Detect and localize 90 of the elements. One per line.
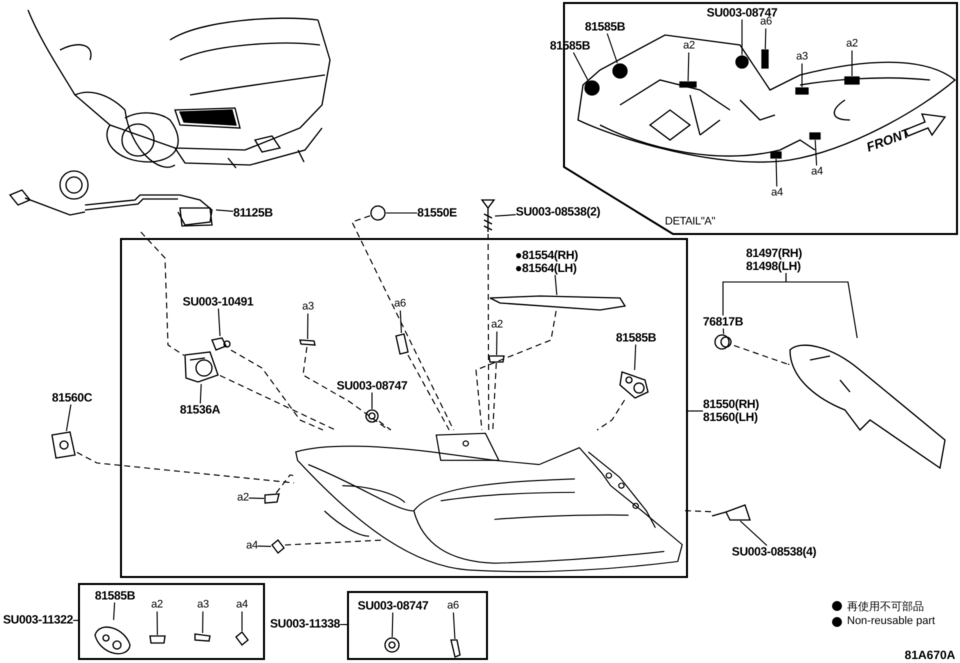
part-number: 81550(RH) 81560(LH) <box>703 398 777 424</box>
dashed-guide-line <box>351 215 454 430</box>
leader-line <box>113 602 116 620</box>
leader-line <box>200 384 202 404</box>
leader-line <box>248 498 264 499</box>
leader-line <box>392 612 394 638</box>
part-number: 81585B <box>94 590 136 602</box>
leader-line <box>307 314 308 339</box>
callout-letter: a2 <box>846 38 858 50</box>
callout-letter: a4 <box>246 540 258 552</box>
part-number: 81550E <box>417 206 457 220</box>
dashed-guide-line <box>76 452 294 484</box>
leader-line <box>386 212 418 214</box>
part-number: 81560C <box>52 392 92 404</box>
leader-line <box>688 52 690 82</box>
drawing-code: 81A670A <box>904 648 956 662</box>
leader-line <box>572 52 588 80</box>
part-number: SU003-08747 <box>358 600 428 612</box>
callout-letter: a4 <box>236 598 248 612</box>
leader-line <box>851 50 853 76</box>
part-number: 81536A <box>180 404 220 416</box>
part-number: 81585B <box>584 20 626 34</box>
leader-line <box>688 410 703 412</box>
part-number: SU003-08747 <box>336 380 408 392</box>
dashed-guide-line <box>734 344 791 366</box>
leader-line <box>258 546 272 547</box>
assembly-frame <box>120 238 688 578</box>
dashed-guide-line <box>596 400 626 430</box>
callout-letter: a4 <box>811 166 823 178</box>
callout-letter: a6 <box>394 298 406 310</box>
leader-line <box>722 328 724 334</box>
part-number: SU003-11322 <box>2 614 74 626</box>
leader-line <box>776 158 778 187</box>
part-number: SU003-10491 <box>182 296 254 308</box>
legend-text: Non-reusable part <box>847 615 936 627</box>
leader-line <box>785 273 858 338</box>
leader-line <box>241 612 243 631</box>
callout-letter: a2 <box>237 492 249 504</box>
dashed-guide-line <box>220 375 336 430</box>
leader-line <box>764 28 766 50</box>
part-number: 76817B <box>702 316 744 328</box>
leader-line <box>634 344 636 370</box>
callout-letter: a2 <box>151 598 163 612</box>
leader-line <box>741 20 743 55</box>
leader-line <box>606 33 618 64</box>
dashed-guide-line <box>276 474 294 494</box>
detail-title: DETAIL"A" <box>664 216 716 228</box>
leader-line <box>554 274 558 296</box>
kit-frame <box>78 583 265 660</box>
part-number: 81125B <box>233 206 273 220</box>
leader-line <box>740 520 768 546</box>
callout-letter: a6 <box>760 16 772 28</box>
dashed-guide-line <box>140 232 184 356</box>
part-number: SU003-11338 <box>270 618 340 630</box>
part-number: SU003-08538(4) <box>732 546 816 558</box>
leader-line <box>496 332 498 355</box>
leader-line <box>801 64 803 87</box>
leader-line <box>218 308 221 336</box>
callout-letter: a3 <box>302 300 314 314</box>
callout-letter: a6 <box>447 600 459 612</box>
callout-letter: a4 <box>771 186 783 200</box>
part-number: 81497(RH) 81498(LH) <box>746 247 826 273</box>
dashed-guide-line <box>378 420 392 430</box>
callout-letter: a3 <box>796 50 808 64</box>
leader-line <box>66 404 72 432</box>
dashed-guide-line <box>408 354 450 430</box>
callout-letter: a3 <box>197 598 209 612</box>
callout-letter: a2 <box>683 40 695 52</box>
leader-line <box>156 612 158 635</box>
dashed-guide-line <box>492 362 497 430</box>
leader-line <box>371 392 373 409</box>
leader-line <box>73 620 78 621</box>
leader-line <box>494 214 516 217</box>
dashed-guide-line <box>230 350 324 430</box>
dashed-guide-line <box>475 310 557 430</box>
dashed-guide-line <box>488 234 490 430</box>
dashed-guide-line <box>302 346 390 430</box>
part-number: 81585B <box>616 332 656 344</box>
kit-frame <box>347 591 488 660</box>
callout-letter: a2 <box>491 318 503 332</box>
leader-line <box>202 612 204 633</box>
part-number: SU003-08538(2) <box>516 206 600 218</box>
part-number: ●81554(RH) ●81564(LH) <box>515 249 593 275</box>
legend-text: 再使用不可部品 <box>847 600 924 614</box>
leader-line <box>400 310 402 334</box>
leader-line <box>340 624 347 626</box>
leader-line <box>216 209 234 212</box>
leader-line <box>814 140 818 166</box>
leader-line <box>452 612 456 640</box>
dashed-guide-line <box>684 510 712 512</box>
